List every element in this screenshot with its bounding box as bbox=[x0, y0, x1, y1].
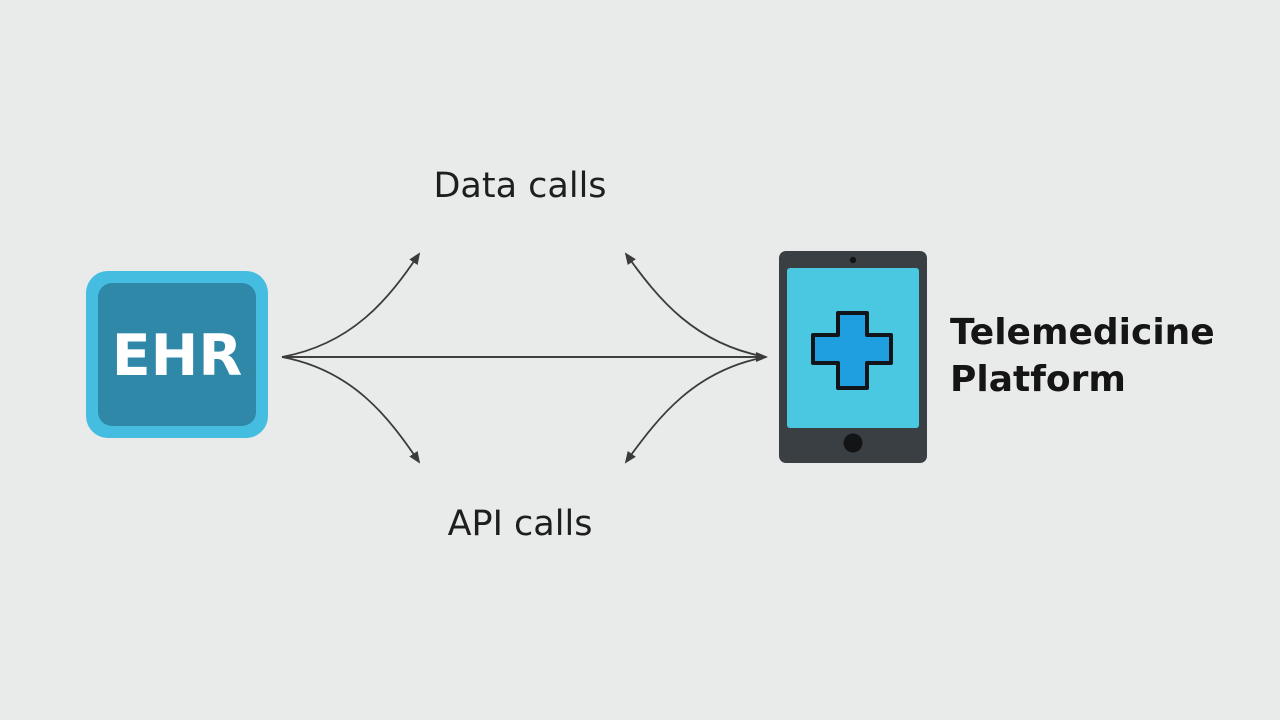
arrow-ehr-up-to-data-calls bbox=[281, 252, 421, 358]
data-calls-label: Data calls bbox=[433, 166, 607, 206]
api-calls-label: API calls bbox=[447, 504, 593, 544]
tablet-camera bbox=[849, 256, 857, 264]
ehr-inner-panel bbox=[98, 283, 256, 426]
flow-arrows bbox=[281, 252, 768, 464]
tablet-medical-cross-icon bbox=[779, 251, 927, 463]
tablet-home-button bbox=[843, 433, 863, 453]
ehr-node: EHR bbox=[86, 271, 268, 438]
platform-label-line-2: Platform bbox=[950, 359, 1126, 400]
telemedicine-platform-label: Telemedicine Platform bbox=[950, 309, 1215, 403]
platform-label-line-1: Telemedicine bbox=[950, 312, 1215, 353]
arrow-platform-up-to-data-calls bbox=[624, 252, 767, 358]
medical-cross-icon bbox=[811, 311, 893, 390]
arrow-platform-down-to-api-calls bbox=[624, 356, 767, 464]
ehr-label: EHR bbox=[112, 323, 243, 389]
arrow-ehr-down-to-api-calls bbox=[281, 356, 421, 464]
